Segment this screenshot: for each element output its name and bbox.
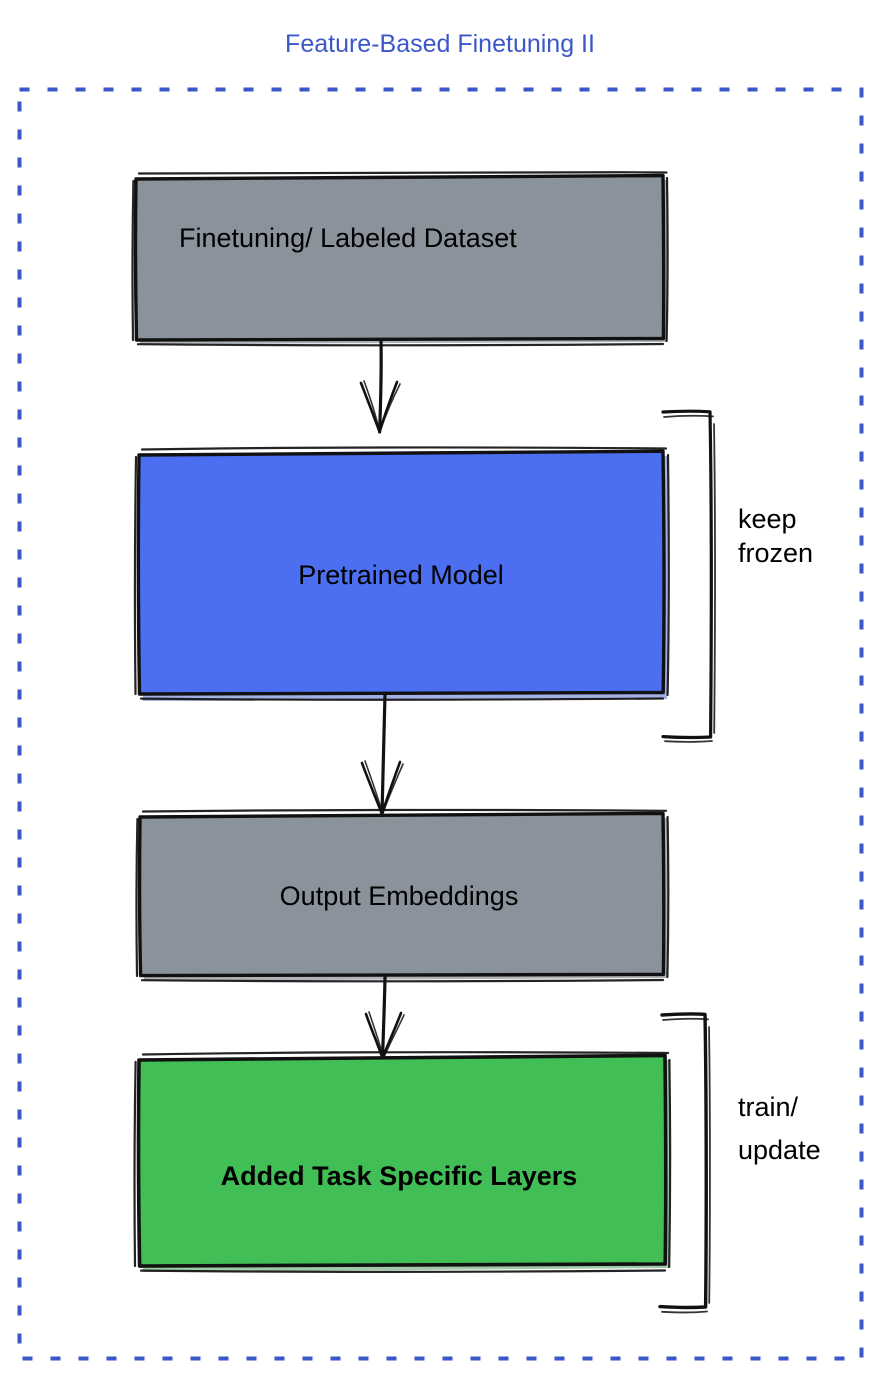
annot-keep-frozen-line-1: keep: [738, 504, 797, 534]
edge-1-arrowhead-left: [359, 381, 381, 434]
node-dataset-label: Finetuning/ Labeled Dataset: [179, 223, 517, 253]
node-embeddings-fill: [140, 814, 664, 977]
edge-1-line: [378, 338, 383, 434]
edge-2-arrowhead-left: [360, 761, 384, 816]
bracket-keep-frozen-path2: [663, 414, 716, 743]
node-task-layers-outline-a: [136, 1053, 668, 1268]
node-pretrained-label: Pretrained Model: [298, 560, 504, 590]
edge-pretrained-to-embeddings: [360, 692, 404, 816]
bracket-train-update: train/ update: [658, 1012, 821, 1314]
edge-1-arrowhead-right2: [379, 383, 401, 432]
bracket-keep-frozen-path: [661, 409, 713, 740]
annot-train-update-line-2: update: [738, 1135, 821, 1165]
bracket-keep-frozen: keep frozen: [661, 409, 813, 743]
bracket-train-update-path2: [661, 1017, 711, 1314]
annot-keep-frozen-line-2: frozen: [738, 538, 813, 568]
edge-2-arrowhead-right2: [382, 763, 404, 814]
node-pretrained-outline-b: [133, 446, 670, 701]
edge-3-line: [380, 975, 387, 1060]
node-task-layers[interactable]: Added Task Specific Layers: [133, 1051, 672, 1273]
node-dataset-outline-b: [131, 170, 669, 347]
node-task-layers-label: Added Task Specific Layers: [221, 1161, 578, 1191]
node-embeddings-label: Output Embeddings: [280, 881, 519, 911]
node-dataset-outline-a: [133, 173, 666, 342]
edge-dataset-to-pretrained: [359, 338, 401, 434]
node-pretrained-outline-a: [136, 449, 666, 696]
node-embeddings[interactable]: Output Embeddings: [135, 808, 670, 983]
annot-train-update-line-1: train/: [738, 1092, 799, 1122]
page-title: Feature-Based Finetuning II: [285, 30, 595, 58]
edge-3-arrowhead-right: [381, 1011, 403, 1060]
edge-3-arrowhead-right2: [383, 1014, 405, 1058]
node-pretrained-fill: [139, 452, 664, 695]
edge-1-arrowhead-left2: [363, 380, 380, 431]
node-embeddings-outline-a: [137, 811, 666, 978]
node-task-layers-outline-b: [133, 1051, 672, 1273]
node-dataset[interactable]: Finetuning/ Labeled Dataset: [131, 170, 669, 347]
node-embeddings-outline-b: [135, 808, 670, 983]
edge-2-line: [380, 692, 387, 816]
edge-2-arrowhead-left2: [364, 760, 383, 813]
edge-3-arrowhead-left: [364, 1012, 384, 1060]
bracket-train-update-path: [658, 1012, 708, 1310]
node-dataset-fill: [136, 176, 664, 340]
node-task-layers-fill: [139, 1056, 666, 1268]
node-pretrained[interactable]: Pretrained Model: [133, 446, 670, 701]
dashed-frame: [17, 87, 864, 1361]
edge-embeddings-to-tasklayers: [364, 975, 405, 1060]
edge-3-arrowhead-left2: [368, 1011, 384, 1057]
